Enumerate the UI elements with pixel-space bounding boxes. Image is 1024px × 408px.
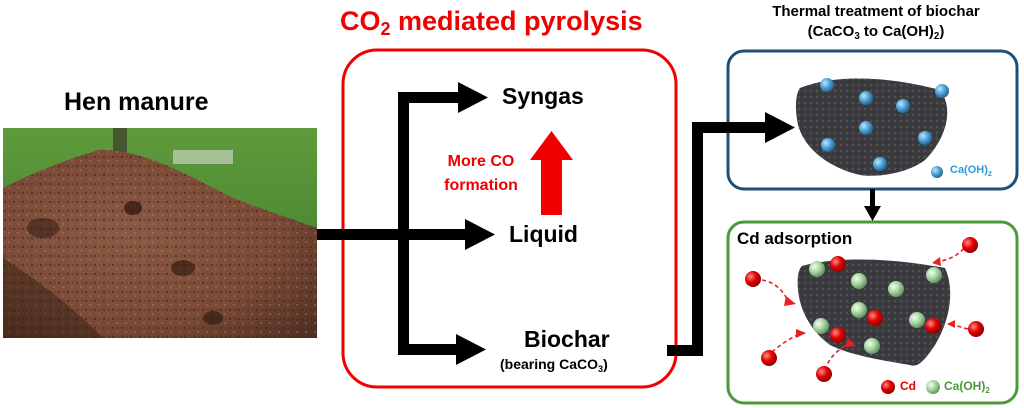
caoh2-ball	[918, 131, 932, 145]
caoh2-ball	[859, 91, 873, 105]
caoh2-ball	[935, 84, 949, 98]
adsorption-legend-caoh2-sub: 2	[985, 386, 990, 395]
pyrolysis-title-sub: 2	[380, 19, 391, 39]
biochar-to-thermal-arrow	[667, 112, 795, 356]
adsorption-legend-cd: Cd	[900, 379, 916, 393]
thermal-title: Thermal treatment of biochar (CaCO3 to C…	[726, 2, 1024, 47]
branch-trunk	[398, 92, 409, 354]
caoh2-ball	[813, 318, 829, 334]
more-co-up-arrow	[530, 131, 573, 215]
cd-ball	[968, 321, 984, 337]
cd-ball	[867, 310, 883, 326]
thermal-title-caco: (CaCO	[807, 23, 855, 40]
cd-particles	[745, 237, 984, 394]
liquid-label: Liquid	[509, 221, 578, 247]
caoh2-ball	[888, 281, 904, 297]
adsorption-arrowheads	[784, 257, 955, 347]
cd-ball	[761, 350, 777, 366]
cd-ball	[816, 366, 832, 382]
cd-ball	[830, 256, 846, 272]
caoh2-ball	[896, 99, 910, 113]
cd-adsorption-title: Cd adsorption	[737, 229, 853, 248]
caoh2-ball	[821, 138, 835, 152]
caoh2-ball	[820, 78, 834, 92]
hen-manure-title: Hen manure	[64, 88, 209, 116]
cd-ball	[745, 271, 761, 287]
thermal-title-line2: (CaCO3 to Ca(OH)2)	[726, 22, 1024, 47]
biochar-note: (bearing CaCO3)	[500, 356, 608, 374]
thermal-to-adsorption-arrow	[864, 189, 881, 221]
caoh2-particles-adsorption	[809, 261, 942, 394]
pyrolysis-title-co: CO	[340, 6, 381, 36]
adsorption-legend-caoh2: Ca(OH)2	[944, 379, 990, 395]
more-co-line1: More CO	[447, 153, 515, 170]
cd-ball	[962, 237, 978, 253]
biochar-label: Biochar	[524, 326, 610, 352]
pyrolysis-frame	[341, 48, 678, 389]
syngas-arrow	[398, 82, 488, 113]
thermal-title-line1: Thermal treatment of biochar	[772, 3, 980, 20]
adsorption-frame	[726, 220, 1019, 405]
thermal-title-sub2: 2	[933, 31, 940, 42]
thermal-title-suffix: )	[939, 23, 945, 40]
cd-ball	[830, 327, 846, 343]
biochar-note-suffix: )	[603, 356, 608, 372]
pyrolysis-title: CO2 mediated pyrolysis	[340, 6, 643, 40]
thermal-title-mid: to Ca(OH)	[859, 23, 934, 40]
caoh2-ball	[851, 302, 867, 318]
thermal-title-sub1: 3	[854, 31, 860, 42]
hen-manure-photo	[3, 128, 317, 338]
caoh2-ball	[859, 121, 873, 135]
thermal-legend-caoh2: Ca(OH)2	[950, 164, 992, 178]
legend-caoh2-ball-thermal	[931, 166, 943, 178]
adsorption-legend-caoh2-text: Ca(OH)	[944, 379, 986, 393]
more-co-annotation: More CO formation	[428, 150, 534, 198]
biochar-note-prefix: (bearing CaCO	[500, 356, 599, 372]
syngas-label: Syngas	[502, 83, 584, 109]
caoh2-ball	[809, 261, 825, 277]
legend-cd-ball	[881, 380, 895, 394]
input-arrow	[317, 219, 495, 250]
biochar-arrow	[398, 334, 486, 365]
cd-ball	[925, 318, 941, 334]
caoh2-ball	[909, 312, 925, 328]
caoh2-ball	[851, 273, 867, 289]
caoh2-ball	[864, 338, 880, 354]
caoh2-particles-thermal	[820, 78, 949, 178]
thermal-legend-text: Ca(OH)	[950, 164, 988, 176]
biochar-note-sub: 3	[598, 364, 604, 374]
pyrolysis-title-rest: mediated pyrolysis	[390, 6, 643, 36]
legend-caoh2-ball-adsorption	[926, 380, 940, 394]
caoh2-ball	[873, 157, 887, 171]
more-co-line2: formation	[444, 177, 518, 194]
caoh2-ball	[926, 267, 942, 283]
thermal-legend-sub: 2	[987, 170, 992, 178]
